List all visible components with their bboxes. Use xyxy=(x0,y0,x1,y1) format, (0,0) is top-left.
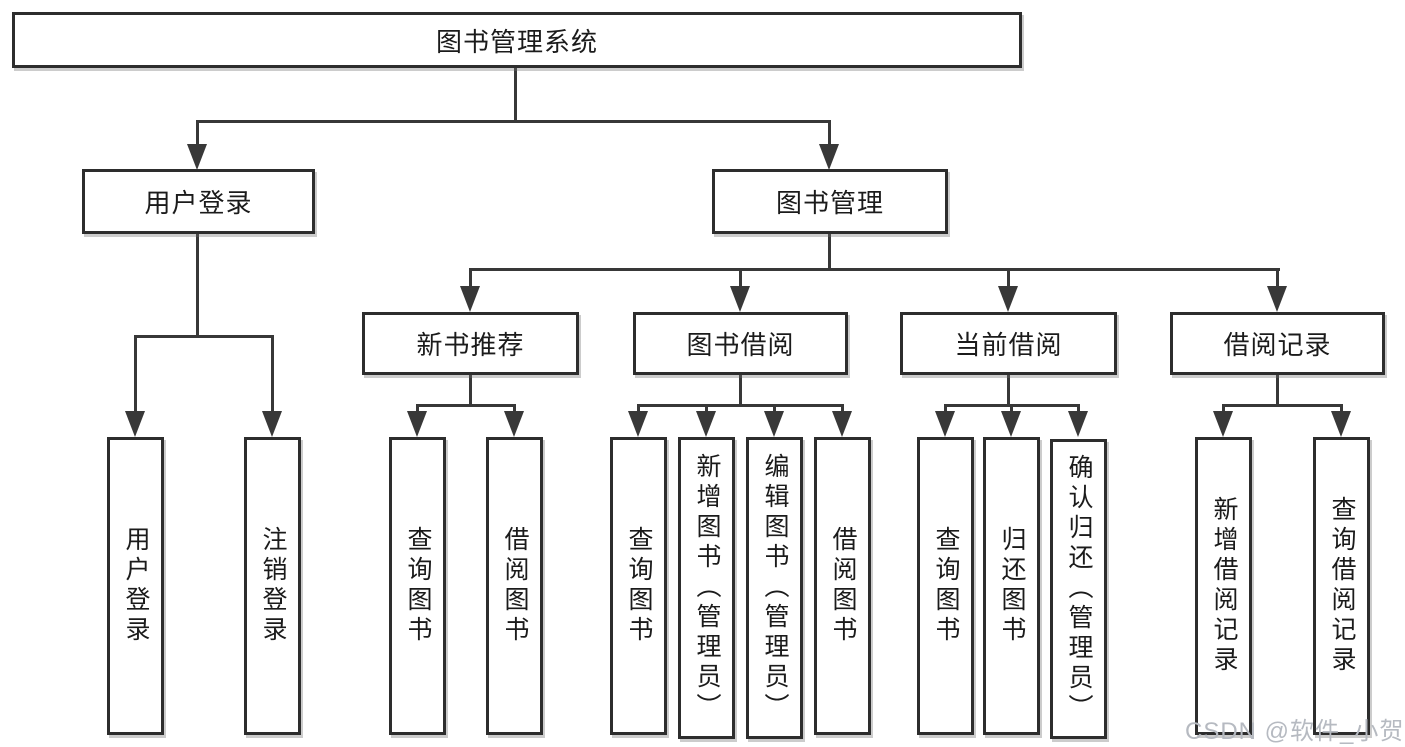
leaf-query-books-current: 查询图书 xyxy=(917,437,974,735)
connector-line xyxy=(1276,268,1279,288)
node-label: 查询借阅记录 xyxy=(1328,496,1356,676)
connector-line xyxy=(416,404,516,407)
node-borrowing-records: 借阅记录 xyxy=(1170,312,1385,375)
node-new-book-recommend: 新书推荐 xyxy=(362,312,579,375)
node-current-borrowing: 当前借阅 xyxy=(900,312,1117,375)
connector-line xyxy=(416,404,419,414)
arrow-down-icon xyxy=(407,411,427,437)
leaf-return-books: 归还图书 xyxy=(983,437,1040,735)
leaf-add-borrow-record: 新增借阅记录 xyxy=(1195,437,1252,735)
connector-line xyxy=(944,404,947,414)
node-label: 借阅图书 xyxy=(501,526,529,646)
node-label: 编辑图书（管理员） xyxy=(761,453,789,723)
arrow-down-icon xyxy=(696,411,716,437)
leaf-edit-book-admin: 编辑图书（管理员） xyxy=(746,437,803,739)
connector-line xyxy=(828,234,831,271)
arrow-down-icon xyxy=(819,144,839,170)
connector-line xyxy=(134,335,274,338)
arrow-down-icon xyxy=(628,411,648,437)
connector-line xyxy=(1276,375,1279,407)
node-user-login: 用户登录 xyxy=(82,169,315,234)
connector-line xyxy=(1222,404,1225,414)
arrow-down-icon xyxy=(125,411,145,437)
csdn-watermark: CSDN @软件_小贺同学 xyxy=(1185,718,1405,745)
node-label: 用户登录 xyxy=(122,526,150,646)
node-label: 新增借阅记录 xyxy=(1210,496,1238,676)
node-label: 确认归还（管理员） xyxy=(1065,454,1093,724)
connector-line xyxy=(469,268,472,288)
arrow-down-icon xyxy=(764,411,784,437)
leaf-add-book-admin: 新增图书（管理员） xyxy=(678,437,735,739)
node-label: 借阅图书 xyxy=(829,526,857,646)
node-label: 查询图书 xyxy=(404,526,432,646)
node-label: 新书推荐 xyxy=(416,330,525,360)
connector-line xyxy=(1077,404,1080,414)
connector-line xyxy=(271,335,274,413)
node-label: 注销登录 xyxy=(259,526,287,646)
connector-line xyxy=(196,234,199,338)
arrow-down-icon xyxy=(1331,411,1351,437)
connector-line xyxy=(1007,375,1010,407)
connector-line xyxy=(739,375,742,407)
arrow-down-icon xyxy=(1001,411,1021,437)
arrow-down-icon xyxy=(1267,286,1287,312)
node-book-management: 图书管理 xyxy=(712,169,948,234)
node-label: 查询图书 xyxy=(625,526,653,646)
connector-line xyxy=(469,375,472,407)
arrow-down-icon xyxy=(832,411,852,437)
node-label: 查询图书 xyxy=(932,526,960,646)
connector-line xyxy=(469,268,1280,271)
node-label: 用户登录 xyxy=(144,188,253,218)
connector-line xyxy=(637,404,843,407)
arrow-down-icon xyxy=(1213,411,1233,437)
arrow-down-icon xyxy=(1068,411,1088,437)
connector-line xyxy=(1010,404,1013,414)
node-label: 图书管理 xyxy=(775,188,884,218)
leaf-borrow-books-borrowing: 借阅图书 xyxy=(814,437,871,735)
arrow-down-icon xyxy=(187,144,207,170)
leaf-borrow-books-recommend: 借阅图书 xyxy=(486,437,543,735)
node-label: 图书管理系统 xyxy=(435,26,598,57)
leaf-query-books-recommend: 查询图书 xyxy=(389,437,446,735)
node-label: 借阅记录 xyxy=(1223,330,1332,360)
connector-line xyxy=(196,120,199,146)
connector-line xyxy=(773,404,776,414)
connector-line xyxy=(514,68,517,123)
arrow-down-icon xyxy=(998,286,1018,312)
connector-line xyxy=(196,120,831,123)
connector-line xyxy=(1340,404,1343,414)
arrow-down-icon xyxy=(460,286,480,312)
connector-line xyxy=(841,404,844,414)
node-book-borrowing: 图书借阅 xyxy=(633,312,848,375)
leaf-confirm-return-admin: 确认归还（管理员） xyxy=(1050,439,1107,739)
connector-line xyxy=(705,404,708,414)
leaf-query-borrow-record: 查询借阅记录 xyxy=(1313,437,1370,735)
node-label: 图书借阅 xyxy=(686,330,795,360)
node-label: 新增图书（管理员） xyxy=(693,453,721,723)
leaf-user-login: 用户登录 xyxy=(107,437,164,735)
node-library-management-system: 图书管理系统 xyxy=(12,12,1022,68)
arrow-down-icon xyxy=(262,411,282,437)
connector-line xyxy=(637,404,640,414)
connector-line xyxy=(1007,268,1010,288)
connector-line xyxy=(1222,404,1342,407)
connector-line xyxy=(828,120,831,146)
leaf-query-books-borrowing: 查询图书 xyxy=(610,437,667,735)
arrow-down-icon xyxy=(504,411,524,437)
connector-line xyxy=(134,335,137,413)
arrow-down-icon xyxy=(730,286,750,312)
connector-line xyxy=(513,404,516,414)
connector-line xyxy=(739,268,742,288)
node-label: 当前借阅 xyxy=(954,330,1063,360)
arrow-down-icon xyxy=(935,411,955,437)
node-label: 归还图书 xyxy=(998,526,1026,646)
leaf-logout: 注销登录 xyxy=(244,437,301,735)
